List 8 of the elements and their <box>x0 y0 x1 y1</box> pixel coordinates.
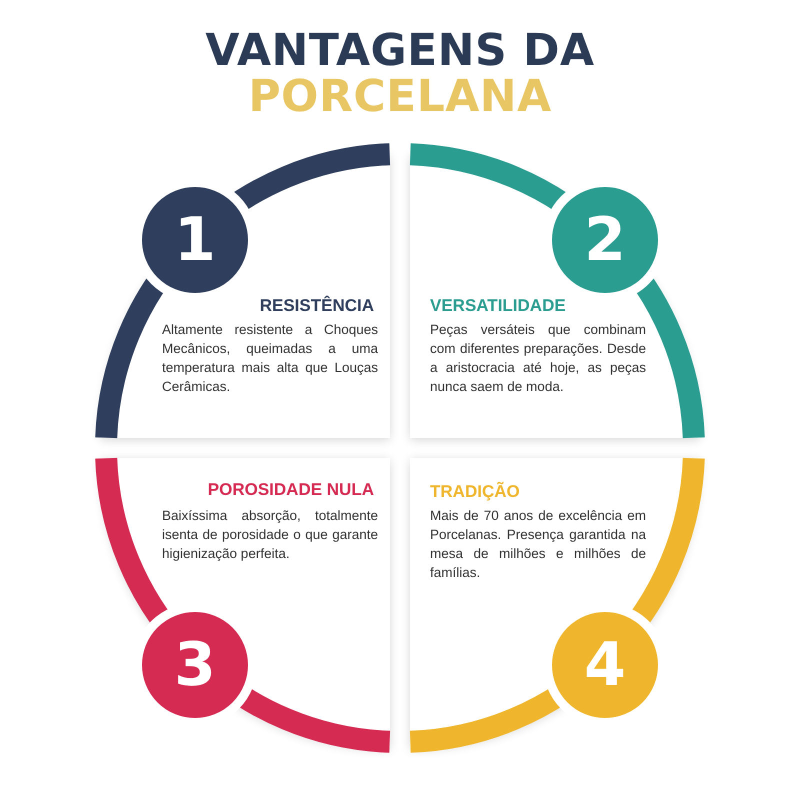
title: VANTAGENS DA PORCELANA <box>204 28 596 120</box>
card-description: Peças versáteis que combinam com diferentes preparações. Desde a aristocracia até hoje, as peças nunca saem de moda. <box>430 321 646 396</box>
card-description: Altamente resistente a Choques Mecânicos, queimadas a uma temperatura mais alta que Louças Cerâmicas. <box>162 321 378 396</box>
card-description: Mais de 70 anos de excelência em Porcelanas. Presença garantida na mesa de milhões e milhões de famílias. <box>430 507 646 582</box>
card-heading: RESISTÊNCIA <box>260 296 374 316</box>
card-heading: TRADIÇÃO <box>430 482 520 502</box>
card-heading: POROSIDADE NULA <box>208 480 374 500</box>
card-description: Baixíssima absorção, totalmente isenta de porosidade o que garante higienização perfeita. <box>162 507 378 563</box>
